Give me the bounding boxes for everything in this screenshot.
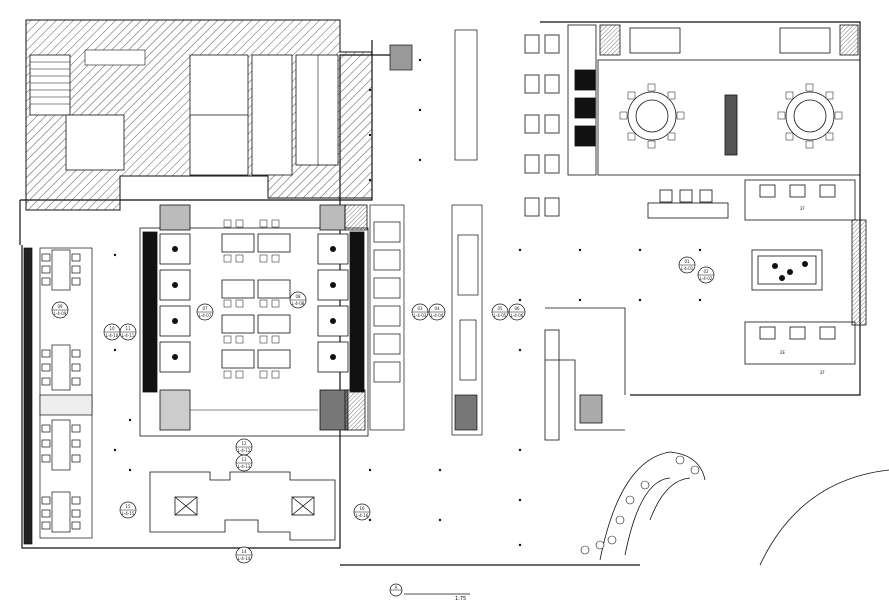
- callout-c12: 12 L-4-12: [235, 438, 253, 456]
- callout-c8-ref: L-4-08: [292, 301, 305, 306]
- callout-c15-ref: L-4-15: [122, 511, 135, 516]
- callout-c7: 07 L-4-07: [196, 303, 214, 321]
- sofa-label-b: 2E: [780, 350, 786, 355]
- entrance-lobby: [149, 471, 336, 541]
- callout-c14: 14 L-4-14: [235, 546, 253, 564]
- callout-c5: 05 L-4-05: [491, 303, 509, 321]
- callout-c6-num: 06: [514, 306, 520, 311]
- callout-c1-ref: L-4-01: [681, 266, 694, 271]
- column-dots: [113, 58, 702, 547]
- callout-c2-num: 02: [703, 269, 709, 274]
- callout-c14-ref: L-4-14: [238, 556, 251, 561]
- sofa-label-c: 2F: [820, 370, 826, 375]
- round-table-chairs: [619, 83, 843, 149]
- left-dining-zone: [23, 247, 93, 545]
- annotation-labels: 2F 2E 2F: [780, 206, 826, 375]
- callout-c13-ref: L-4-13: [238, 464, 251, 469]
- callout-c9-ref: L-4-09: [54, 311, 67, 316]
- left-booth-tables: [51, 249, 71, 533]
- callout-c16-ref: L-4-16: [356, 513, 369, 518]
- callout-c4: 04 L-4-04: [428, 303, 446, 321]
- existing-building-hatched: [25, 19, 373, 211]
- callout-c2: 02 L-4-02: [697, 266, 715, 284]
- private-rooms: [524, 24, 861, 217]
- callout-c14-num: 14: [241, 549, 247, 554]
- callout-c15-num: 15: [125, 504, 131, 509]
- callout-c10: 10 L-4-10: [103, 323, 121, 341]
- callout-c1-num: 01: [684, 259, 690, 264]
- hall-round-dots: [172, 246, 336, 360]
- hall-booths: [159, 233, 349, 373]
- callout-c13-num: 13: [241, 457, 247, 462]
- left-chairs: [41, 253, 81, 530]
- callout-c9-num: 09: [57, 304, 63, 309]
- drawing-scale: 1:75: [455, 596, 466, 602]
- callout-c4-ref: L-4-04: [431, 313, 444, 318]
- callout-c10-num: 10: [109, 326, 115, 331]
- callout-c15: 15 L-4-15: [119, 501, 137, 519]
- callout-c5-num: 05: [497, 306, 503, 311]
- callout-c11-ref: L-4-11: [122, 333, 135, 338]
- right-side-chairs: [524, 34, 560, 217]
- callout-c1: 01 L-4-01: [678, 256, 696, 274]
- central-dining-hall: [139, 204, 369, 437]
- sheet-ref: A: [395, 585, 398, 590]
- callout-c11: 11 L-4-11: [119, 323, 137, 341]
- garden-terrace: [580, 451, 889, 566]
- callout-c6: 06 L-4-06: [508, 303, 526, 321]
- callout-c3: 03 L-4-03: [411, 303, 429, 321]
- sofa-label-a: 2F: [800, 206, 806, 211]
- callout-c10-ref: L-4-10: [106, 333, 119, 338]
- callout-c7-ref: L-4-07: [199, 313, 212, 318]
- drawing-title-block: A 1:75: [389, 583, 470, 602]
- hall-center-tables: [221, 233, 291, 369]
- callout-c9: 09 L-4-09: [51, 301, 69, 319]
- callout-c12-ref: L-4-12: [238, 448, 251, 453]
- lounge-area: [544, 179, 867, 441]
- callout-c13: 13 L-4-13: [235, 454, 253, 472]
- callout-c2-ref: L-4-02: [700, 276, 713, 281]
- callout-c11-num: 11: [125, 326, 131, 331]
- callout-c8-num: 08: [295, 294, 301, 299]
- callout-c3-ref: L-4-03: [414, 313, 427, 318]
- callout-c4-num: 04: [434, 306, 440, 311]
- booth-column: [369, 29, 483, 436]
- callout-c16-num: 16: [359, 506, 365, 511]
- callouts-layer: 01 L-4-01 02 L-4-02 03 L-4-03 04 L-4-04 …: [51, 256, 715, 564]
- hall-chairs: [223, 219, 280, 379]
- callout-c16: 16 L-4-16: [353, 503, 371, 521]
- callout-c12-num: 12: [241, 441, 247, 446]
- callout-c8: 08 L-4-08: [289, 291, 307, 309]
- callout-c3-num: 03: [417, 306, 423, 311]
- callout-c6-ref: L-4-06: [511, 313, 524, 318]
- callout-c5-ref: L-4-05: [494, 313, 507, 318]
- callout-c7-num: 07: [202, 306, 208, 311]
